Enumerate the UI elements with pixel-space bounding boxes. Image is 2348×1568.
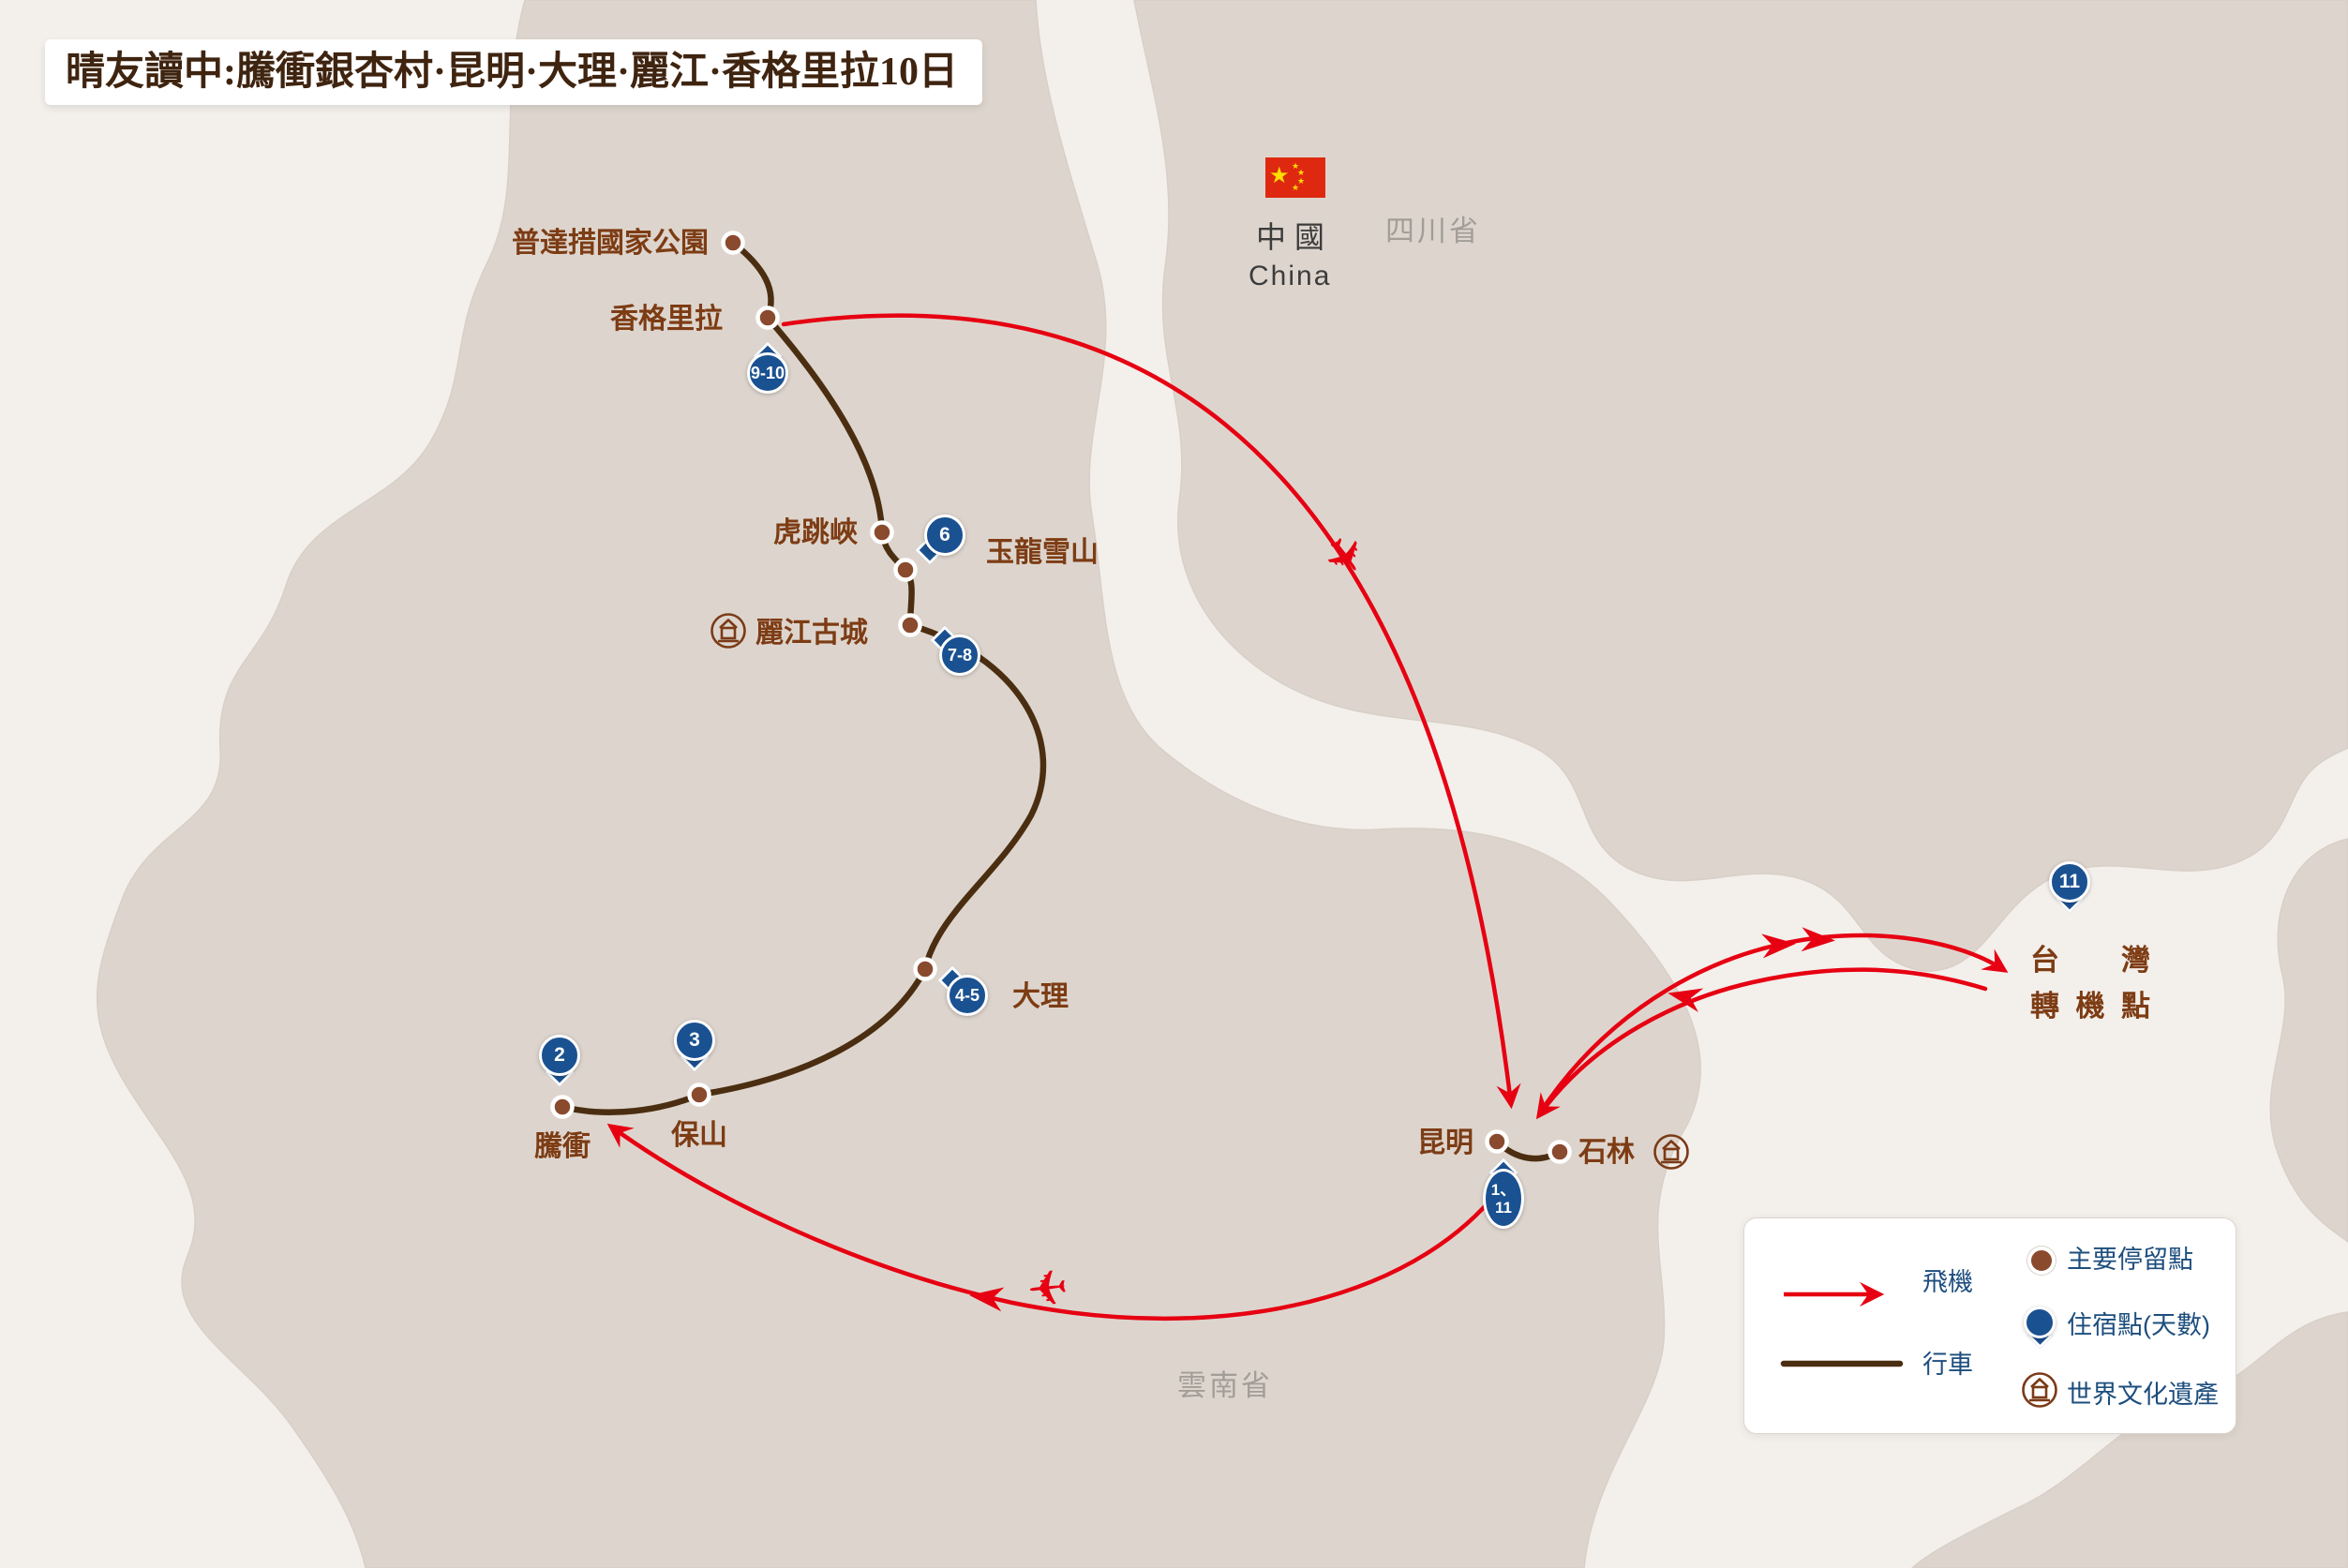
pin-nights-text: 11 bbox=[2058, 871, 2081, 892]
pin-lijiang-nights: 7-8 bbox=[930, 625, 980, 676]
label-dali: 大理 bbox=[1012, 981, 1069, 1012]
pin-nights-text: 1、 bbox=[1490, 1181, 1517, 1199]
label-kunming: 昆明 bbox=[1417, 1127, 1473, 1158]
pin-baoshan-nights: 3 bbox=[674, 1020, 715, 1072]
stop-dot-pudacuo bbox=[721, 231, 745, 255]
flight-arrowhead bbox=[969, 1287, 1005, 1312]
pin-dali-nights: 4-5 bbox=[937, 965, 988, 1016]
label-taiwan-line2: 轉機點 bbox=[2030, 990, 2150, 1023]
legend-world-heritage-label: 世界文化遺產 bbox=[2067, 1381, 2219, 1409]
label-yulongxueshan: 玉龍雪山 bbox=[986, 537, 1099, 568]
flight-taiwan-kunming bbox=[1535, 967, 1988, 1120]
legend-drive-label: 行車 bbox=[1922, 1351, 1973, 1379]
legend-world-heritage-icon bbox=[2022, 1372, 2057, 1408]
label-baoshan: 保山 bbox=[671, 1120, 727, 1151]
landmass-sichuan bbox=[1133, 0, 2348, 972]
route-dali-baoshan bbox=[695, 965, 929, 1098]
pin-nights-text: 3 bbox=[689, 1029, 700, 1051]
svg-text:★: ★ bbox=[1297, 176, 1305, 186]
legend-flight-arrow-icon bbox=[1784, 1281, 1885, 1307]
landmass-southeast-corner bbox=[1910, 1311, 2348, 1568]
pin-kunming-nights: 1、 11 bbox=[1483, 1157, 1524, 1229]
pin-nights-text: 9-10 bbox=[750, 363, 785, 382]
svg-text:★: ★ bbox=[1292, 183, 1299, 192]
label-pudacuo: 普達措國家公園 bbox=[512, 228, 709, 259]
china-flag-icon: ★ ★ ★ ★ ★ bbox=[1265, 157, 1325, 198]
route-baoshan-tengchong bbox=[559, 1091, 703, 1115]
stop-dot-kunming bbox=[1485, 1129, 1509, 1154]
pin-nights-text: 2 bbox=[554, 1044, 565, 1066]
province-label-sichuan: 四川省 bbox=[1385, 215, 1481, 247]
stop-dot-dali bbox=[913, 957, 937, 981]
label-shilin: 石林 bbox=[1578, 1137, 1635, 1168]
pin-nights-text: 4-5 bbox=[954, 985, 980, 1005]
legend-stop-dot-icon bbox=[2027, 1247, 2056, 1275]
flight-shangrila-kunming bbox=[781, 313, 1521, 1110]
pin-tengchong-nights: 2 bbox=[539, 1035, 580, 1087]
country-label-zh: 中國 bbox=[1256, 220, 1334, 254]
stop-dot-shangrila bbox=[755, 306, 780, 330]
flight-arrowhead bbox=[1801, 927, 1835, 952]
legend-flight-label: 飛機 bbox=[1922, 1268, 1973, 1296]
flight-arrowhead bbox=[1668, 988, 1704, 1012]
pin-nights-text: 6 bbox=[939, 524, 950, 545]
flight-kunming-tengchong bbox=[606, 1123, 1514, 1322]
svg-text:★: ★ bbox=[1292, 161, 1299, 171]
label-taiwan-transfer: 台灣 轉機點 bbox=[2030, 937, 2150, 1029]
map-legend: 飛機 行車 主要停留點 住宿點(天數) 世界文化遺產 bbox=[1743, 1217, 2236, 1434]
plane-icon: ✈ bbox=[1024, 1260, 1071, 1320]
flight-kunming-taiwan bbox=[1542, 933, 2009, 1109]
province-label-yunnan: 雲南省 bbox=[1177, 1369, 1273, 1402]
flight-routes bbox=[606, 313, 2009, 1322]
svg-text:★: ★ bbox=[1297, 168, 1305, 177]
pin-nights-text: 11 bbox=[1495, 1199, 1512, 1217]
landmass-yunnan bbox=[96, 0, 1701, 1568]
stop-dot-shilin bbox=[1548, 1140, 1572, 1164]
label-taiwan-line1: 台灣 bbox=[2030, 944, 2150, 977]
pin-taiwan-nights: 11 bbox=[2049, 861, 2090, 914]
label-lijiang: 麗江古城 bbox=[755, 618, 868, 649]
stop-dot-yulongxueshan bbox=[893, 558, 918, 582]
stop-dot-hutiaoxia bbox=[870, 520, 894, 545]
svg-text:★: ★ bbox=[1269, 163, 1290, 188]
legend-lodging-pin-icon bbox=[2024, 1307, 2056, 1349]
stop-dots bbox=[550, 231, 1572, 1164]
label-hutiaoxia: 虎跳峽 bbox=[773, 517, 858, 548]
pin-shangrila-nights: 9-10 bbox=[747, 341, 788, 394]
page-title: 晴友讀中:騰衝銀杏村·昆明·大理·麗江·香格里拉10日 bbox=[66, 51, 959, 94]
world-heritage-icon bbox=[1653, 1134, 1689, 1170]
pin-nights-text: 7-8 bbox=[947, 645, 972, 665]
country-label-en: China bbox=[1249, 261, 1332, 291]
flight-arrowhead bbox=[1761, 933, 1796, 959]
stop-dot-baoshan bbox=[687, 1083, 711, 1107]
stop-dot-tengchong bbox=[550, 1095, 575, 1119]
label-shangrila: 香格里拉 bbox=[610, 304, 723, 335]
legend-major-stop-label: 主要停留點 bbox=[2067, 1246, 2193, 1274]
world-heritage-icon bbox=[710, 613, 746, 649]
landmass-east-edge bbox=[2269, 838, 2348, 1243]
legend-drive-line-icon bbox=[1780, 1360, 1904, 1367]
legend-lodging-label: 住宿點(天數) bbox=[2067, 1311, 2210, 1339]
stop-dot-lijiang bbox=[898, 613, 922, 637]
pin-yulongxueshan-nights: 6 bbox=[915, 515, 965, 565]
label-tengchong: 騰衝 bbox=[534, 1131, 591, 1162]
title-banner: 晴友讀中:騰衝銀杏村·昆明·大理·麗江·香格里拉10日 bbox=[45, 39, 983, 105]
